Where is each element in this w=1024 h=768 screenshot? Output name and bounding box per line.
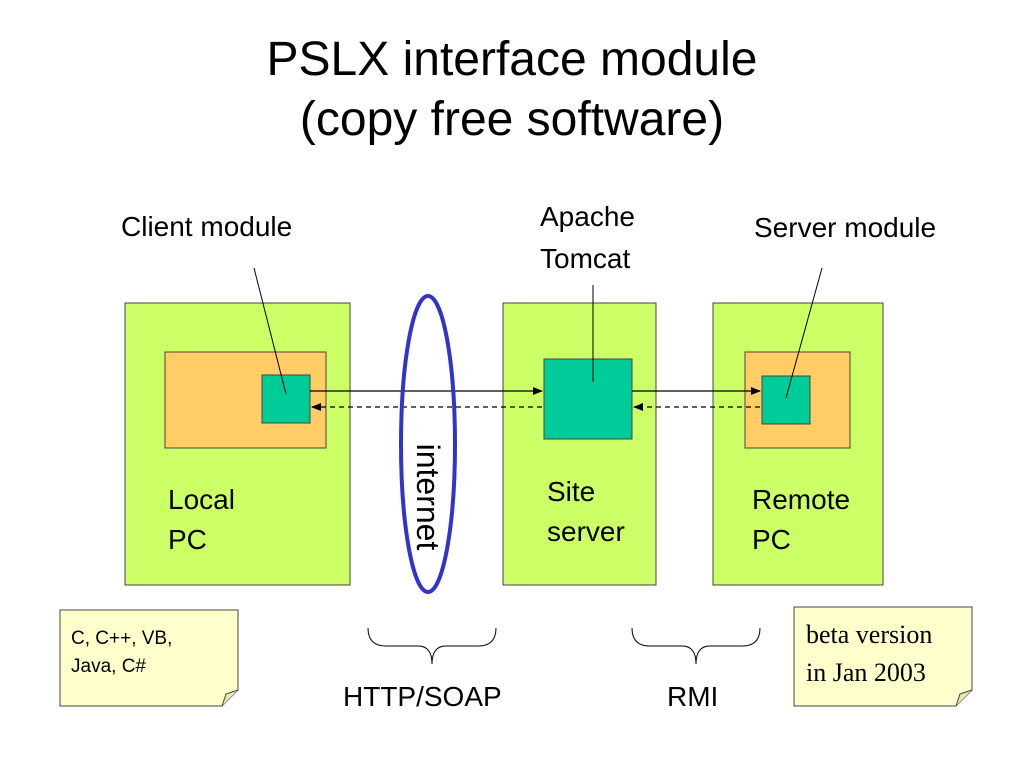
title-line-1: PSLX interface module [266, 33, 758, 86]
internet-label: internet [410, 443, 446, 551]
apache-label-line2: Tomcat [540, 243, 631, 274]
title-line-2: (copy free software) [299, 93, 725, 146]
site-server-label-line2: server [547, 516, 625, 547]
site-server-box [502, 302, 657, 586]
http-soap-brace [367, 627, 497, 665]
site-server-label-line1: Site [547, 476, 596, 507]
remote-pc-label-line2: PC [752, 524, 791, 555]
server-module-label: Server module [754, 212, 937, 243]
apache-tomcat-box [543, 358, 633, 440]
internet-ellipse [399, 294, 457, 594]
http-soap-label: HTTP/SOAP [343, 681, 502, 712]
languages-note-line2: Java, C# [71, 656, 146, 677]
rmi-brace [631, 627, 761, 665]
client-module-box [261, 374, 311, 424]
languages-note-line1: C, C++, VB, [71, 628, 173, 649]
beta-note-line2: in Jan 2003 [806, 658, 926, 687]
beta-note-fold [955, 689, 973, 707]
remote-pc-label-line1: Remote [752, 484, 851, 515]
local-pc-label-line1: Local [168, 484, 235, 515]
rmi-label: RMI [667, 681, 719, 712]
client-module-label: Client module [121, 211, 293, 242]
apache-label-line1: Apache [540, 201, 635, 232]
beta-note-line1: beta version [806, 620, 933, 649]
server-module-box [761, 375, 811, 425]
slide-title: PSLX interface module (copy free softwar… [0, 30, 1024, 150]
local-pc-label-line2: PC [168, 524, 207, 555]
languages-note-fold [221, 689, 239, 707]
server-module-callout [785, 267, 823, 399]
client-module-callout [253, 267, 287, 395]
